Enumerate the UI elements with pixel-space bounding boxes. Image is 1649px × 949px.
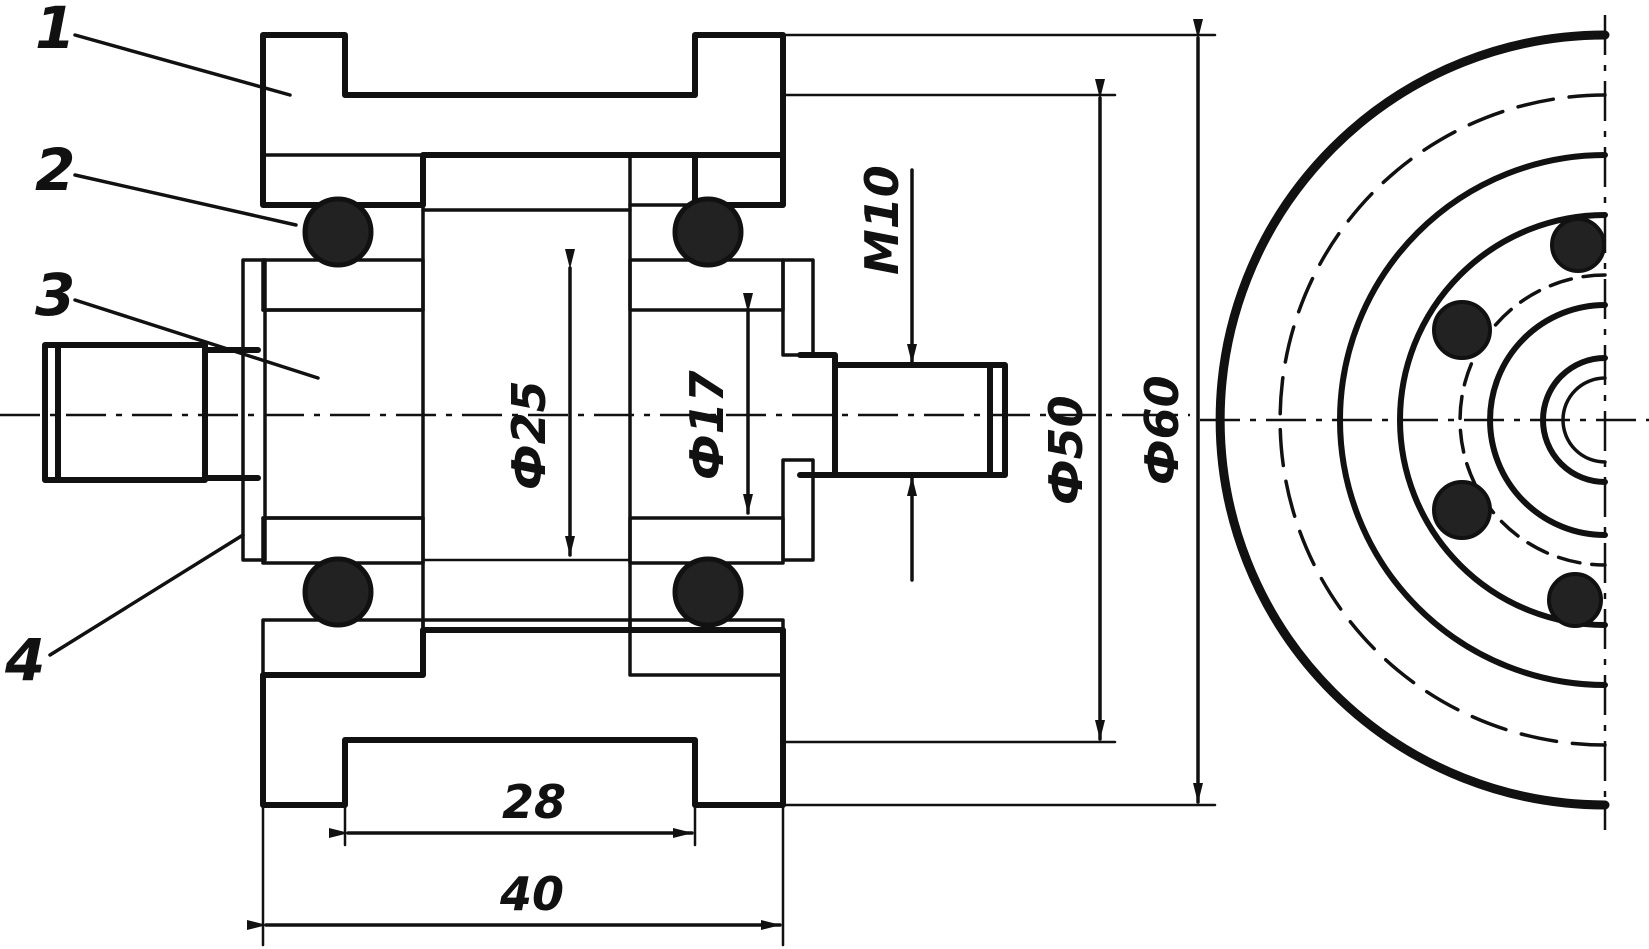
end-view	[1200, 15, 1649, 830]
bearing-left-bottom-ball	[302, 556, 374, 628]
end-view-dashed-circle-outer	[1278, 93, 1607, 747]
part-label-4: 4	[4, 626, 45, 694]
end-view-ball-2	[1432, 300, 1492, 360]
spacer-sleeve	[421, 203, 632, 632]
dimension-labels: Ф25 Ф17 M10 Ф50 Ф60 28 40	[499, 165, 1189, 921]
end-view-circle-4	[1487, 302, 1608, 538]
dim-m10: M10	[855, 165, 909, 275]
end-view-ball-3	[1432, 480, 1492, 540]
bearing-left-top-ball	[302, 196, 374, 268]
dimension-lines	[247, 19, 1217, 947]
end-view-circle-3	[1397, 212, 1608, 628]
dim-d25: Ф25	[502, 380, 556, 490]
washer-left	[241, 258, 267, 562]
axle-left-thread	[42, 342, 261, 483]
axle-right-shoulder	[797, 352, 838, 478]
washer-right-bottom	[781, 458, 815, 562]
end-view-circle-2	[1337, 152, 1608, 688]
part-label-3: 3	[35, 261, 75, 329]
bearing-left-bottom-outer-ring	[261, 618, 425, 677]
part-label-2: 2	[35, 136, 75, 204]
part-label-1: 1	[35, 0, 75, 62]
end-view-hub-inner	[1561, 376, 1607, 464]
dim-len28: 28	[502, 775, 566, 829]
dim-d50: Ф50	[1039, 395, 1093, 505]
dim-len40: 40	[499, 867, 564, 921]
end-view-ball-1	[1550, 217, 1606, 273]
bearing-right-bottom-ball	[672, 556, 744, 628]
bearing-right-top-inner-ring	[628, 258, 785, 312]
part-labels: 1 2 3 4	[4, 0, 75, 694]
leader-lines	[48, 33, 320, 657]
washer-right-top	[781, 258, 815, 357]
bearing-left-top-inner-ring	[261, 258, 425, 312]
end-view-dashed-circle-inner	[1458, 273, 1607, 567]
end-view-ball-4	[1547, 572, 1603, 628]
housing-upper-wall	[260, 32, 786, 208]
dim-d17: Ф17	[680, 370, 734, 480]
bearing-right-top-ball	[672, 196, 744, 268]
axle-right-thread	[832, 362, 1008, 478]
dim-d60: Ф60	[1135, 375, 1189, 485]
end-view-outer-circle	[1215, 30, 1610, 810]
bearing-left-bottom-inner-ring	[261, 516, 425, 565]
end-view-hub-outer	[1540, 355, 1608, 485]
section-view	[0, 32, 1190, 808]
axle-body	[261, 308, 425, 520]
bearing-right-bottom-inner-ring	[628, 516, 785, 565]
